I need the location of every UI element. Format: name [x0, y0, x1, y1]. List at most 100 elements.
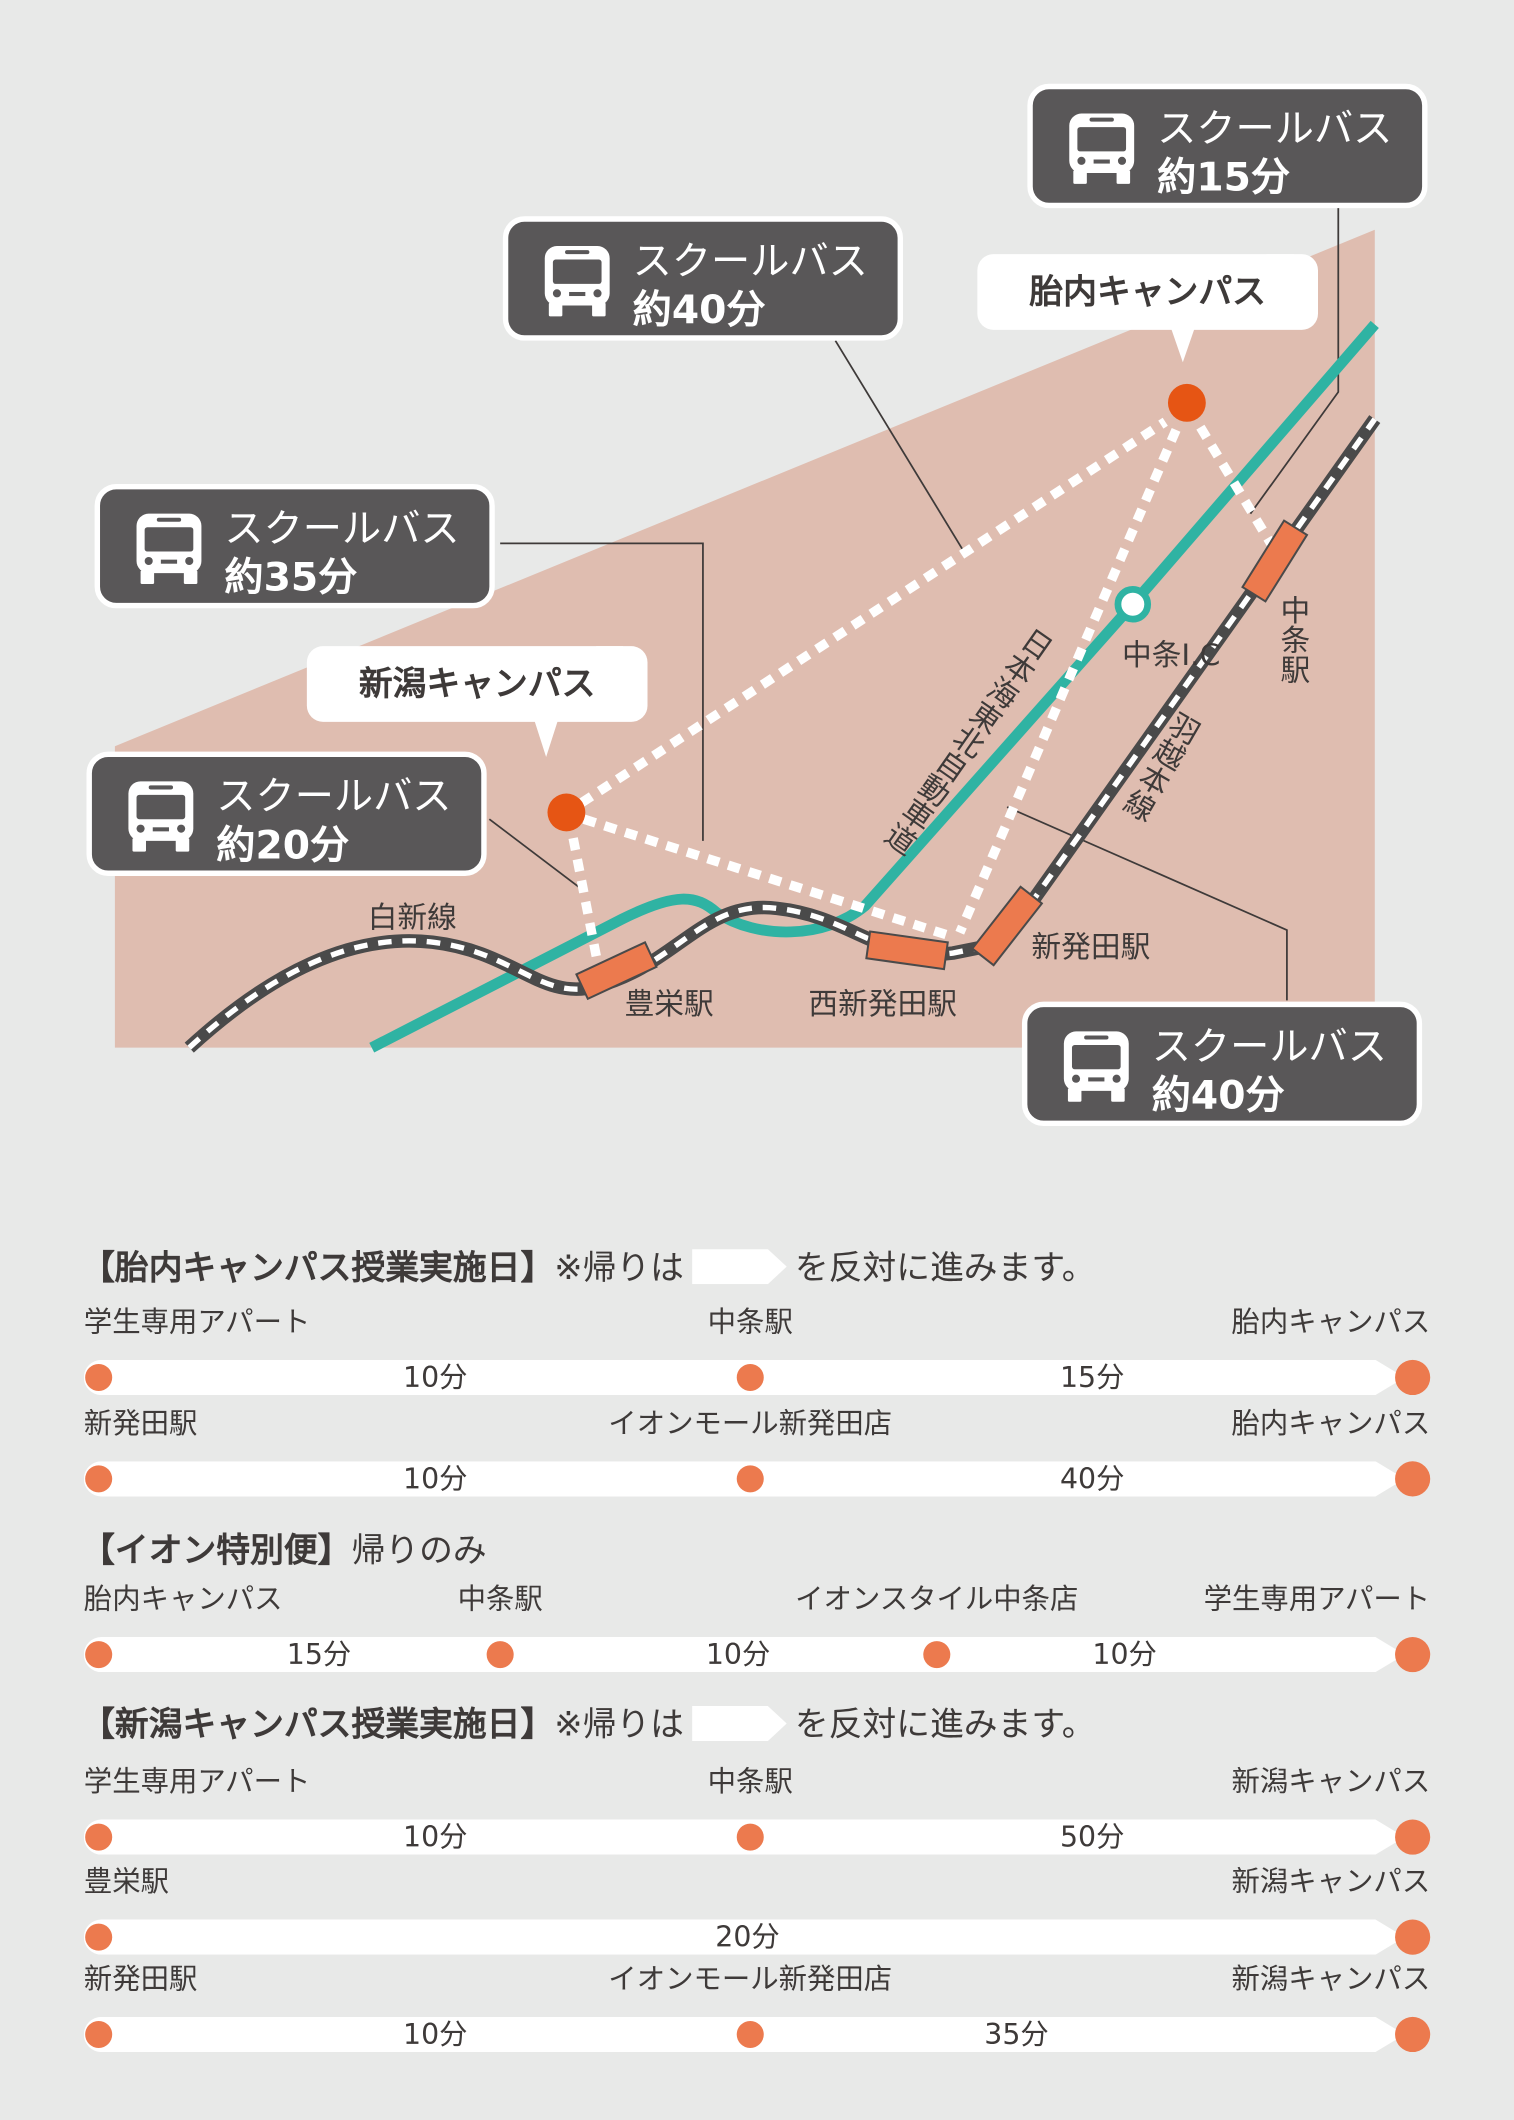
leader-line [1249, 205, 1340, 515]
duration-label: 15分 [286, 1638, 352, 1671]
duration-label: 10分 [403, 2018, 468, 2051]
niigata-campus-label: 新潟キャンパス [306, 646, 648, 758]
duration-label: 40分 [1059, 1462, 1125, 1496]
stop-dot [85, 1363, 113, 1392]
stop-label: 学生専用アパート [83, 1765, 311, 1798]
stop-dot [85, 1465, 113, 1493]
tainai-campus-text: 胎内キャンパス [1029, 271, 1266, 311]
callout-time: 約15分 [1157, 154, 1291, 201]
stop-dot [1395, 1919, 1431, 1955]
station-nishi-shibata-marker [865, 930, 949, 971]
callout-time: 約40分 [632, 286, 766, 333]
station-nakajo-marker [1241, 519, 1309, 603]
duration-label: 50分 [1059, 1820, 1125, 1854]
callout-label: スクールバス [1151, 1023, 1387, 1070]
stop-label: 胎内キャンパス [1231, 1407, 1431, 1440]
station-shibata-marker [970, 885, 1044, 967]
bus-icon [1060, 1029, 1133, 1105]
nakajo-ic-marker [1114, 586, 1152, 623]
stop-label: 新潟キャンパス [1231, 1765, 1431, 1798]
leader-line [500, 542, 704, 841]
stop-label: 新発田駅 [83, 1407, 198, 1440]
stop-dot [1395, 1637, 1431, 1673]
stop-label: 中条駅 [707, 1305, 793, 1339]
duration-label: 10分 [705, 1638, 771, 1671]
stop-dot [736, 1823, 764, 1851]
pointer [533, 719, 559, 758]
stop-label: 中条駅 [457, 1582, 543, 1616]
duration-label: 10分 [1092, 1638, 1157, 1671]
callout-label: スクールバス [216, 773, 452, 820]
leader-line [488, 818, 580, 888]
bus-route [955, 428, 1181, 935]
duration-label: 10分 [403, 1361, 468, 1394]
callout-time: 約35分 [224, 554, 358, 601]
duration-label: 15分 [1059, 1361, 1125, 1394]
bus-icon [541, 243, 614, 319]
callout-label: スクールバス [1157, 105, 1393, 152]
stop-label: 新潟キャンパス [1231, 1962, 1431, 1996]
toyosaka-station-label: 豊栄駅 [625, 987, 714, 1022]
stop-dot [85, 1923, 113, 1951]
stop-label: 中条駅 [707, 1765, 793, 1798]
stop-dot [1395, 1461, 1431, 1497]
tainai-campus-marker [1167, 383, 1206, 422]
bus-route [1196, 424, 1275, 546]
stop-dot [85, 1823, 113, 1851]
section-title: 【新潟キャンパス授業実施日】※帰りはを反対に進みます。 [81, 1698, 1096, 1747]
stop-dot [736, 1363, 764, 1392]
section-heading: 【新潟キャンパス授業実施日】 [81, 1704, 555, 1744]
niigata-campus-text: 新潟キャンパス [358, 663, 596, 703]
stop-dot [736, 2020, 764, 2048]
leader-line [1006, 806, 1288, 1001]
bus-time-callout: スクールバス約35分 [94, 483, 495, 609]
bus-icon [1065, 111, 1138, 187]
hakushin-line-label: 白新線 [368, 900, 457, 935]
duration-label: 10分 [403, 1462, 468, 1496]
callout-label: スクールバス [632, 237, 868, 284]
duration-label: 10分 [403, 1820, 468, 1854]
shibata-station-label: 新発田駅 [1031, 930, 1150, 965]
section-title: 【イオン特別便】帰りのみ [81, 1523, 487, 1572]
stop-dot [736, 1465, 764, 1493]
section-note: ※帰りは [554, 1247, 684, 1287]
duration-label: 35分 [984, 2018, 1049, 2051]
direction-arrow-icon [692, 1705, 787, 1742]
stop-dot [1395, 1819, 1431, 1855]
route-row: 学生専用アパート 中条駅 新潟キャンパス 10分 50分 [0, 1760, 1514, 1855]
stop-dot [85, 1641, 113, 1669]
nishi-shibata-station-label: 西新発田駅 [808, 987, 957, 1022]
stop-label: 豊栄駅 [83, 1865, 169, 1898]
section-note: ※帰りは [554, 1704, 684, 1744]
nakajo-ic-label: 中条I.C [1122, 638, 1220, 673]
route-bar [83, 1637, 1405, 1673]
stop-dot [85, 2020, 113, 2048]
stop-label: イオンスタイル中条店 [795, 1582, 1079, 1616]
section-note-suffix: を反対に進みます。 [794, 1247, 1096, 1287]
nakajo-station-label: 中条駅 [1275, 595, 1310, 685]
stop-label: 胎内キャンパス [1231, 1305, 1431, 1339]
station-toyosaka-marker [575, 940, 658, 1001]
stop-label: 学生専用アパート [1203, 1582, 1431, 1616]
stop-label: イオンモール新発田店 [608, 1407, 893, 1440]
stop-label: イオンモール新発田店 [608, 1962, 893, 1996]
railway-dashes [187, 417, 1377, 1050]
stop-label: 学生専用アパート [83, 1305, 311, 1339]
leader-line [834, 340, 965, 552]
bus-time-callout: スクールバス約20分 [86, 751, 487, 876]
route-row: 胎内キャンパス 中条駅 イオンスタイル中条店 学生専用アパート 15分 10分 10分 [0, 1578, 1514, 1673]
stop-label: 新発田駅 [83, 1962, 198, 1996]
direction-arrow-icon [692, 1249, 787, 1285]
stop-label: 新潟キャンパス [1231, 1865, 1431, 1898]
stop-dot [1395, 1359, 1431, 1396]
bus-time-callout: スクールバス約15分 [1027, 83, 1428, 209]
bus-icon [124, 779, 197, 855]
callout-label: スクールバス [224, 505, 460, 552]
bus-icon [132, 511, 205, 587]
section-heading: 【胎内キャンパス授業実施日】 [81, 1247, 555, 1287]
stop-label: 胎内キャンパス [83, 1582, 283, 1616]
callout-time: 約20分 [216, 821, 350, 868]
route-bar [83, 1919, 1405, 1955]
